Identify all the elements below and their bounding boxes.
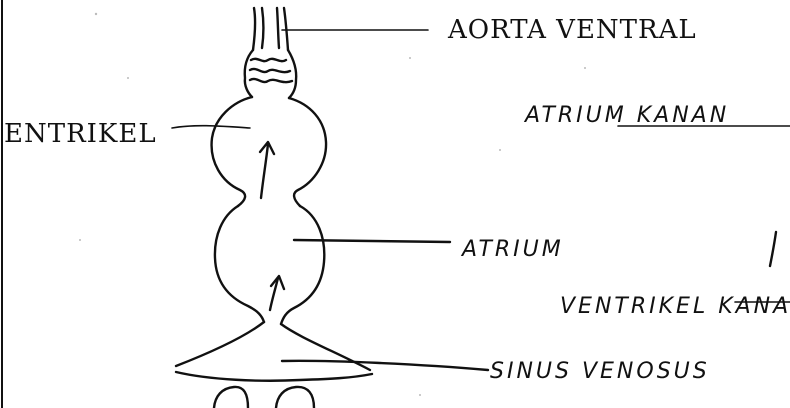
label-atrium: ATRIUM (460, 237, 564, 262)
leader-sinus-venosus (282, 361, 488, 370)
flow-arrow-lower (270, 276, 284, 310)
leader-atrium (294, 240, 450, 242)
scan-speckles (79, 13, 646, 396)
aorta-ventral-vessel (245, 8, 296, 98)
label-ventrikel-kanan: VENTRIKEL KANAN (560, 294, 790, 319)
leader-ventrikel (172, 126, 250, 128)
label-atrium-kanan: ATRIUM KANAN (523, 103, 729, 128)
label-aorta-ventral: AORTA VENTRAL (447, 15, 697, 45)
label-sinus-venosus: SINUS VENOSUS (490, 359, 710, 384)
cropped-handwriting-mark (770, 232, 776, 266)
flow-arrow-upper (260, 142, 274, 198)
sinus-venosus (176, 322, 372, 408)
ventrikel-chamber (212, 97, 326, 206)
label-ventrikel: ENTRIKEL (4, 119, 157, 149)
